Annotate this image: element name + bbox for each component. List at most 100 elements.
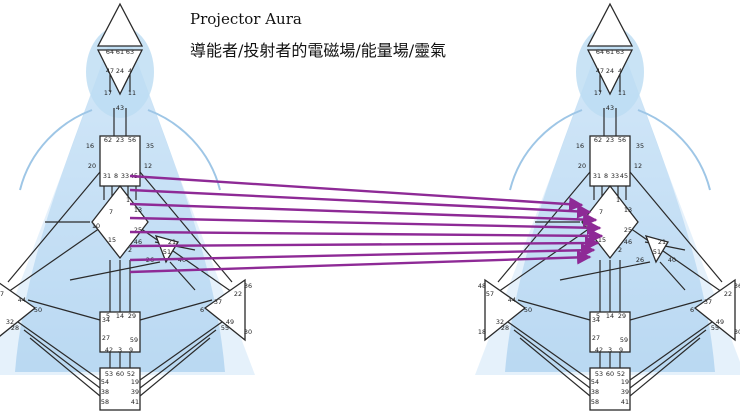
gate-number: 50 [524, 306, 532, 314]
page-title: Projector Aura [190, 10, 302, 28]
gate-number: 21 [168, 238, 176, 246]
spleen-center [484, 278, 527, 342]
gate-number: 43 [606, 104, 614, 112]
gate-number: 4 [618, 67, 622, 75]
channel-line [7, 171, 101, 283]
gate-number: 56 [128, 136, 136, 144]
gate-number: 3 [118, 346, 122, 354]
gate-number: 49 [716, 318, 724, 326]
gate-number: 51 [163, 248, 171, 256]
gate-number: 31 [593, 172, 601, 180]
aura-arrow [129, 250, 592, 274]
gate-number: 38 [101, 388, 109, 396]
gate-number: 16 [576, 142, 584, 150]
gate-number: 24 [606, 67, 614, 75]
gate-number: 9 [619, 346, 623, 354]
channel-line [629, 299, 703, 321]
gate-number: 61 [606, 48, 614, 56]
gate-number: 50 [34, 306, 42, 314]
gate-number: 54 [591, 378, 599, 386]
channel-line [7, 227, 101, 293]
gate-number: 41 [621, 398, 629, 406]
ajna-center [586, 49, 634, 96]
aura-arrow [129, 174, 584, 212]
gate-number: 58 [101, 398, 109, 406]
head-center [586, 2, 634, 47]
channel-line [513, 329, 591, 389]
gate-number: 12 [144, 162, 152, 170]
gate-number: 24 [116, 67, 124, 75]
gate-number: 22 [724, 290, 732, 298]
gate-number: 12 [634, 162, 642, 170]
gate-number: 38 [591, 388, 599, 396]
gate-number: 31 [103, 172, 111, 180]
channel-line [69, 261, 161, 281]
channel-line [169, 261, 196, 291]
gate-number: 46 [134, 238, 142, 246]
channel-line [517, 299, 591, 321]
gate-number: 55 [221, 324, 229, 332]
gate-number: 45 [620, 172, 628, 180]
gate-number: 30 [244, 328, 252, 336]
gate-number: 48 [478, 282, 486, 290]
gate-number: 1 [616, 196, 620, 204]
gate-number: 35 [146, 142, 154, 150]
gate-number: 53 [595, 370, 603, 378]
gate-number: 28 [501, 324, 509, 332]
channel-line [17, 321, 101, 381]
channel-line [139, 329, 217, 389]
gate-number: 43 [116, 104, 124, 112]
gate-number: 13 [134, 206, 142, 214]
gate-number: 20 [88, 162, 96, 170]
shoulder-outline [19, 109, 93, 191]
sacral-center [589, 311, 631, 353]
gate-number: 57 [486, 290, 494, 298]
gate-number: 11 [128, 89, 136, 97]
gate-number: 59 [620, 336, 628, 344]
gate-number: 44 [508, 296, 516, 304]
gate-number: 19 [131, 378, 139, 386]
channel-line [139, 321, 223, 381]
gate-number: 42 [105, 346, 113, 354]
gate-number: 60 [116, 370, 124, 378]
channel-line [139, 227, 233, 293]
gate-number: 13 [624, 206, 632, 214]
channel-line [23, 329, 101, 389]
gate-number: 61 [116, 48, 124, 56]
solar-plexus-center [693, 278, 736, 342]
gate-number: 14 [606, 312, 614, 320]
head-center [96, 2, 144, 47]
gate-number: 15 [108, 236, 116, 244]
gate-number: 64 [106, 48, 114, 56]
gate-number: 8 [114, 172, 118, 180]
channel-line [629, 321, 713, 381]
heart-center [154, 235, 179, 264]
channel-line [139, 299, 213, 321]
gate-number: 23 [116, 136, 124, 144]
gate-number: 14 [116, 312, 124, 320]
gate-number: 4 [128, 67, 132, 75]
gate-number: 52 [617, 370, 625, 378]
gate-number: 5 [596, 312, 600, 320]
gate-number: 6 [690, 306, 694, 314]
shoulder-outline [147, 109, 221, 191]
page-subtitle: 導能者/投射者的電磁場/能量場/靈氣 [190, 41, 447, 60]
channel-line [519, 337, 591, 397]
gate-number: 22 [234, 290, 242, 298]
shoulder-outline [637, 109, 711, 191]
aura-arrow [129, 216, 602, 235]
gate-number: 30 [734, 328, 740, 336]
gate-number: 23 [606, 136, 614, 144]
gate-number: 32 [6, 318, 14, 326]
gate-number: 62 [104, 136, 112, 144]
gate-number: 59 [130, 336, 138, 344]
gate-number: 39 [131, 388, 139, 396]
aura-arrow [129, 202, 598, 227]
channel-line [29, 337, 101, 397]
gate-number: 47 [106, 67, 114, 75]
channel-line [629, 227, 723, 293]
heart-center [644, 235, 669, 264]
gate-number: 56 [618, 136, 626, 144]
